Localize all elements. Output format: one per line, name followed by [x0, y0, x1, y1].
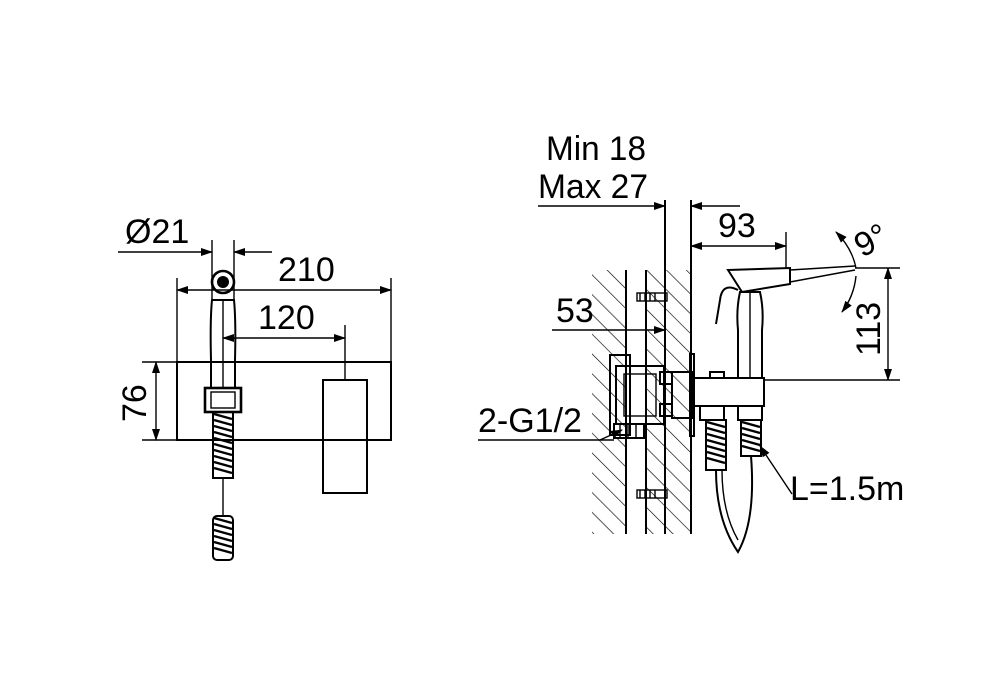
hose-coil — [213, 522, 233, 531]
hose-coil — [706, 438, 726, 447]
depth-label: 53 — [556, 292, 594, 330]
spacing-dimension: 120 — [222, 299, 346, 380]
hose-coil — [213, 442, 233, 451]
wall-min-label: Min 18 — [546, 130, 646, 168]
hose-coil — [213, 454, 233, 463]
angle-dimension: 9° — [835, 216, 895, 313]
valve-handle — [322, 379, 368, 494]
wall-max-label: Max 27 — [538, 168, 648, 206]
holder-outlet — [693, 371, 765, 421]
hose-coil — [213, 540, 233, 549]
hose-coil — [213, 528, 233, 537]
angle-label: 9° — [848, 216, 895, 265]
spray-height-dimension: 113 — [764, 267, 900, 381]
hose-coil — [213, 516, 233, 525]
hose-coil — [213, 466, 233, 475]
hose-coil — [706, 444, 726, 453]
hose-coil — [741, 432, 761, 441]
hose-side — [705, 419, 762, 554]
wall-plate — [176, 361, 392, 441]
width-label: 210 — [278, 251, 335, 289]
height-label: 76 — [116, 384, 154, 422]
hose-front — [212, 411, 234, 561]
hose-coil — [213, 430, 233, 439]
hose-coil — [741, 420, 761, 429]
hose-coil — [706, 432, 726, 441]
hose-coil — [213, 460, 233, 469]
height-dimension: 76 — [116, 361, 177, 441]
wall-right-hatch — [646, 270, 691, 534]
hose-length-label: L=1.5m — [790, 470, 904, 508]
width-dimension: 210 — [176, 251, 392, 362]
hose-coil — [706, 456, 726, 465]
diameter-label: Ø21 — [125, 213, 189, 251]
hose-coil — [213, 418, 233, 427]
hose-coil — [213, 436, 233, 445]
mounting-screws — [636, 292, 668, 499]
hose-coil — [741, 438, 761, 447]
hose-coil — [706, 420, 726, 429]
hose-coil — [213, 424, 233, 433]
sprayer-side — [715, 265, 856, 379]
spacing-label: 120 — [258, 299, 315, 337]
diameter-dimension: Ø21 — [118, 213, 272, 300]
hose-coil — [706, 450, 726, 459]
side-view: Min 18 Max 27 93 9° 113 53 — [478, 130, 904, 554]
spray-height-label: 113 — [850, 302, 888, 356]
projection-dimension: 93 — [690, 207, 787, 268]
hose-coil — [741, 444, 761, 453]
depth-dimension: 53 — [552, 292, 666, 334]
hose-coil — [213, 546, 233, 555]
hose-coil — [706, 426, 726, 435]
hose-length-callout: L=1.5m — [759, 445, 904, 508]
hose-coil — [213, 534, 233, 543]
connection-callout: 2-G1/2 — [478, 402, 623, 441]
connection-label: 2-G1/2 — [478, 402, 582, 440]
sprayer-front — [203, 269, 243, 414]
front-view: Ø21 210 120 76 — [116, 213, 392, 561]
projection-label: 93 — [718, 207, 756, 245]
wall-thickness-dimension: Min 18 Max 27 — [538, 130, 740, 210]
hose-coil — [213, 412, 233, 421]
hose-coil — [213, 448, 233, 457]
hose-coil — [741, 426, 761, 435]
